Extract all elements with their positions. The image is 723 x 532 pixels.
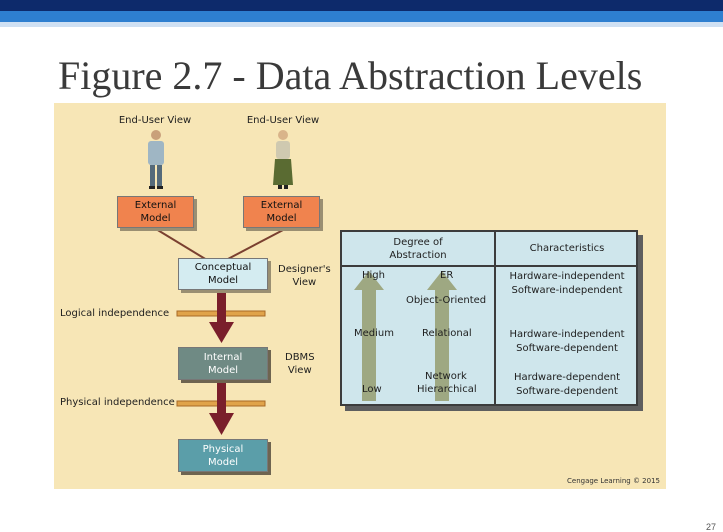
header-characteristics: Characteristics <box>529 243 605 254</box>
down-arrow-internal-physical <box>209 381 234 435</box>
conceptual-model-box: Conceptual Model <box>178 258 268 290</box>
characteristics-medium: Hardware-independent Software-dependent <box>509 328 624 356</box>
model-object-oriented: Object-Oriented <box>406 295 487 306</box>
copyright-notice: Cengage Learning © 2015 <box>567 477 660 485</box>
external-model-1-line2: Model <box>140 213 171 224</box>
characteristics-medium-line2: Software-dependent <box>516 343 618 354</box>
characteristics-medium-line1: Hardware-independent <box>509 329 625 340</box>
characteristics-low-line2: Software-dependent <box>516 386 618 397</box>
figure-panel: End-User View End-User View External Mod… <box>54 103 666 489</box>
end-user-view-label-1: End-User View <box>118 115 192 126</box>
designers-view-line1: Designer's <box>278 264 331 275</box>
down-arrow-conceptual-internal <box>209 290 234 343</box>
external-model-box-1: External Model <box>117 196 194 228</box>
characteristics-low-line1: Hardware-dependent <box>514 372 620 383</box>
up-arrow-level-icon <box>354 271 384 401</box>
level-high: High <box>362 270 385 281</box>
external-model-box-2: External Model <box>243 196 320 228</box>
external-model-1-line1: External <box>134 200 177 211</box>
abstraction-up-arrows <box>354 271 457 401</box>
end-user-figure-female-icon <box>273 130 293 189</box>
level-medium: Medium <box>354 328 394 339</box>
physical-independence-label: Physical independence <box>60 397 175 408</box>
physical-model-box: Physical Model <box>178 439 268 472</box>
model-hierarchical: Hierarchical <box>417 384 477 395</box>
level-low: Low <box>362 384 382 395</box>
model-er: ER <box>440 270 454 281</box>
model-relational: Relational <box>422 328 472 339</box>
external-model-2-line1: External <box>260 200 303 211</box>
end-user-figure-male-icon <box>148 130 164 189</box>
abstraction-table: Degree of Abstraction Characteristics Hi… <box>340 230 638 406</box>
characteristics-high-line1: Hardware-independent <box>509 271 625 282</box>
top-banner-light <box>0 22 723 27</box>
logical-independence-label: Logical independence <box>60 308 170 319</box>
model-network: Network <box>425 371 467 382</box>
slide-title: Figure 2.7 - Data Abstraction Levels <box>58 53 643 98</box>
top-banner-blue <box>0 11 723 22</box>
table-vertical-divider <box>494 232 496 404</box>
external-model-2-line2: Model <box>266 213 297 224</box>
physical-model-line1: Physical <box>202 443 244 455</box>
connector-external-2 <box>225 228 286 261</box>
conceptual-model-line1: Conceptual <box>194 262 252 273</box>
characteristics-high: Hardware-independent Software-independen… <box>509 270 624 298</box>
top-banner-dark <box>0 0 723 11</box>
dbms-view-line2: View <box>287 365 312 376</box>
characteristics-low: Hardware-dependent Software-dependent <box>514 371 620 399</box>
characteristics-high-line2: Software-independent <box>511 285 623 296</box>
designers-view-label: Designer's View <box>278 263 331 289</box>
physical-model-line2: Model <box>207 456 239 468</box>
internal-model-box: Internal Model <box>178 347 268 380</box>
table-horizontal-divider <box>342 265 636 267</box>
designers-view-line2: View <box>292 277 317 288</box>
header-degree-of-abstraction: Degree of Abstraction <box>389 236 446 262</box>
header-degree-line2: Abstraction <box>389 250 447 261</box>
internal-model-line1: Internal <box>203 351 243 363</box>
conceptual-model-line2: Model <box>207 275 239 286</box>
diagram-connectors <box>155 228 286 435</box>
connector-external-1 <box>155 228 208 261</box>
dbms-view-line1: DBMS <box>285 352 315 363</box>
dbms-view-label: DBMS View <box>285 351 315 377</box>
end-user-view-label-2: End-User View <box>246 115 320 126</box>
up-arrow-model-icon <box>427 271 457 401</box>
page-number: 27 <box>706 522 717 532</box>
internal-model-line2: Model <box>207 364 239 376</box>
header-degree-line1: Degree of <box>393 237 443 248</box>
